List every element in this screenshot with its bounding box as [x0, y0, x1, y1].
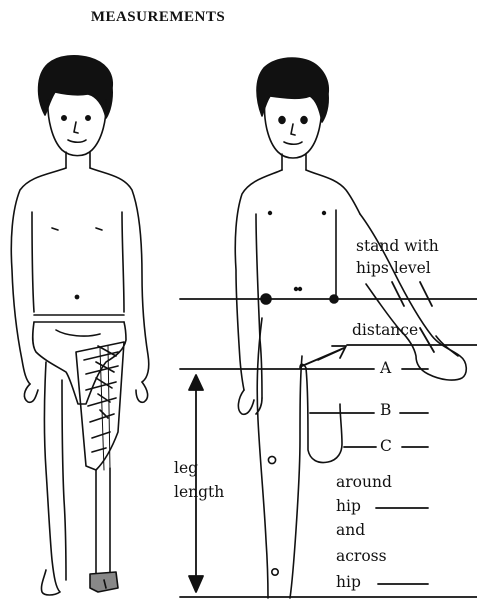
left-hair	[39, 56, 113, 118]
right-figure-illustration	[235, 58, 466, 598]
label-around: around	[336, 472, 392, 492]
label-leg: leg	[174, 458, 198, 478]
label-b: B	[380, 400, 391, 420]
label-c: C	[380, 436, 392, 456]
left-face	[48, 100, 106, 156]
left-waistband	[34, 315, 124, 322]
left-torso-outline	[11, 168, 66, 384]
right-hair	[257, 58, 328, 122]
label-hip-2: hip	[336, 572, 361, 592]
label-hip-1: hip	[336, 496, 361, 516]
right-face	[265, 100, 322, 158]
label-hips-level: hips level	[356, 258, 431, 278]
label-and: and	[336, 520, 365, 540]
label-across: across	[336, 546, 387, 566]
left-figure-illustration	[11, 56, 148, 595]
label-distance: distance	[352, 320, 418, 340]
measurement-lines	[180, 282, 477, 597]
label-length: length	[174, 482, 224, 502]
label-a: A	[380, 358, 391, 378]
label-stand-with: stand with	[356, 236, 439, 256]
